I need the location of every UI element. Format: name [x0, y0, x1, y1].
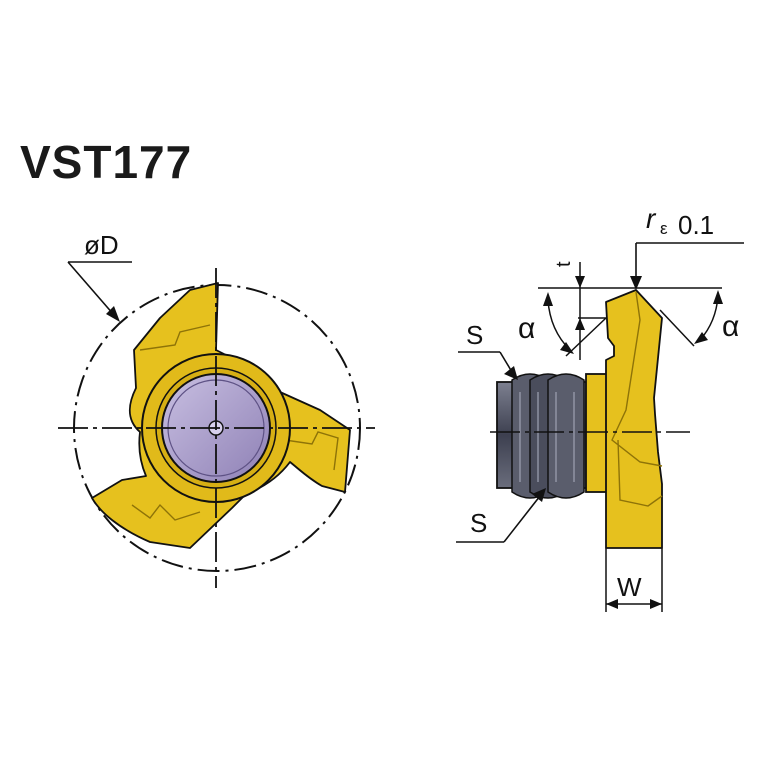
flute-edge-right: [284, 431, 339, 471]
angle-left-label: α: [518, 312, 535, 345]
thread-crests: [511, 373, 585, 499]
angle-right-arrow-bottom: [694, 332, 708, 344]
cutting-blade: [605, 289, 663, 549]
blade-facet-2: [617, 439, 663, 507]
angle-left-arrow-bottom: [560, 342, 574, 354]
angle-left-arrow-top: [543, 292, 553, 306]
radius-arrowhead: [630, 276, 642, 290]
width-label: W: [617, 572, 642, 602]
section-bottom-arrow: [532, 488, 546, 502]
radius-symbol: r: [646, 203, 657, 234]
blade-facet: [611, 291, 663, 467]
angle-right-arrow-top: [713, 290, 723, 304]
product-title: VST177: [20, 136, 192, 188]
section-top-label: S: [466, 320, 483, 350]
flute-edge-bottom: [131, 503, 201, 521]
side-view: r ε 0.1 t α α S S W: [456, 203, 744, 612]
diameter-arrowhead: [106, 306, 120, 322]
width-arrow-right: [650, 599, 662, 609]
angle-left-line: [565, 317, 607, 357]
section-bottom-leader: [503, 495, 541, 543]
section-bottom-label: S: [470, 508, 487, 538]
radius-subscript: ε: [660, 219, 668, 238]
depth-arrow-top: [575, 276, 585, 288]
angle-right-line: [659, 309, 695, 347]
section-top-leader: [499, 351, 513, 373]
front-view: øD: [58, 230, 375, 588]
angle-right-label: α: [722, 310, 739, 343]
diameter-label: øD: [84, 230, 119, 260]
depth-label: t: [553, 261, 575, 267]
flute-edge-top: [139, 324, 211, 351]
radius-value: 0.1: [678, 210, 714, 240]
diameter-leader: [67, 261, 115, 316]
angle-left-arc: [547, 299, 571, 351]
flange: [585, 373, 609, 493]
section-top-arrow: [504, 366, 518, 380]
thread-highlights: [519, 392, 575, 482]
depth-arrow-bottom: [575, 318, 585, 330]
width-arrow-left: [606, 599, 618, 609]
